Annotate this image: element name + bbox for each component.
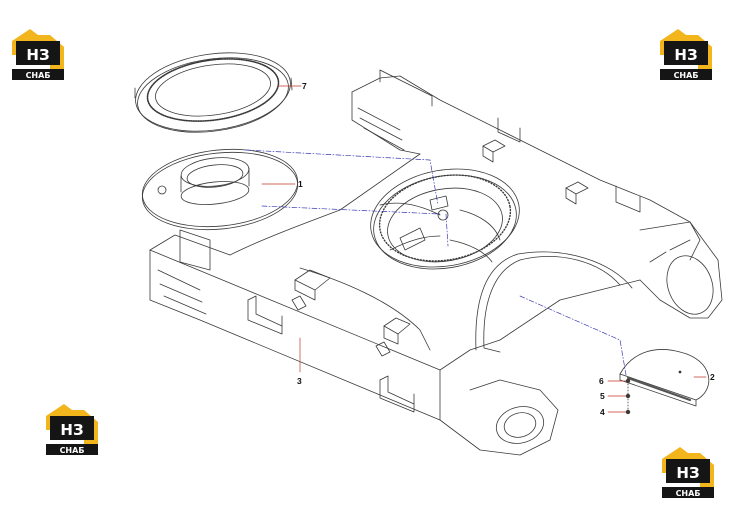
part-2-cover-plate [619,349,710,407]
part-3-main-frame [149,69,723,456]
brand-logo-icon: НЗ СНАБ [662,447,714,498]
callout-2: 2 [710,372,715,382]
logo-bottom-text: СНАБ [674,71,699,80]
callout-3: 3 [297,376,302,386]
brand-logo-icon: НЗ СНАБ [46,404,98,455]
brand-logo-icon: НЗ СНАБ [12,29,64,80]
parts-4-5-6-fasteners [625,378,631,415]
logo-top-text: НЗ [674,46,697,64]
part-7-slewing-ring [134,52,293,133]
callout-6: 6 [599,376,604,386]
logo-bottom-left: НЗ СНАБ [44,402,100,456]
logo-bottom-text: СНАБ [676,489,701,498]
logo-top-left: НЗ СНАБ [10,27,66,81]
logo-top-right: НЗ СНАБ [658,27,714,81]
brand-logo-icon: НЗ СНАБ [660,29,712,80]
logo-bottom-right: НЗ СНАБ [660,445,716,499]
callouts: 7 1 3 2 6 5 4 [297,81,715,417]
logo-top-text: НЗ [26,46,49,64]
logo-bottom-text: СНАБ [60,446,85,455]
assembly-lines [245,149,627,376]
leader-lines [261,85,707,413]
part-1-center-plate [141,148,299,231]
logo-top-text: НЗ [676,464,699,482]
logo-bottom-text: СНАБ [26,71,51,80]
callout-1: 1 [298,179,303,189]
callout-7: 7 [302,81,307,91]
callout-4: 4 [600,407,605,417]
logo-top-text: НЗ [60,421,83,439]
callout-5: 5 [600,391,605,401]
